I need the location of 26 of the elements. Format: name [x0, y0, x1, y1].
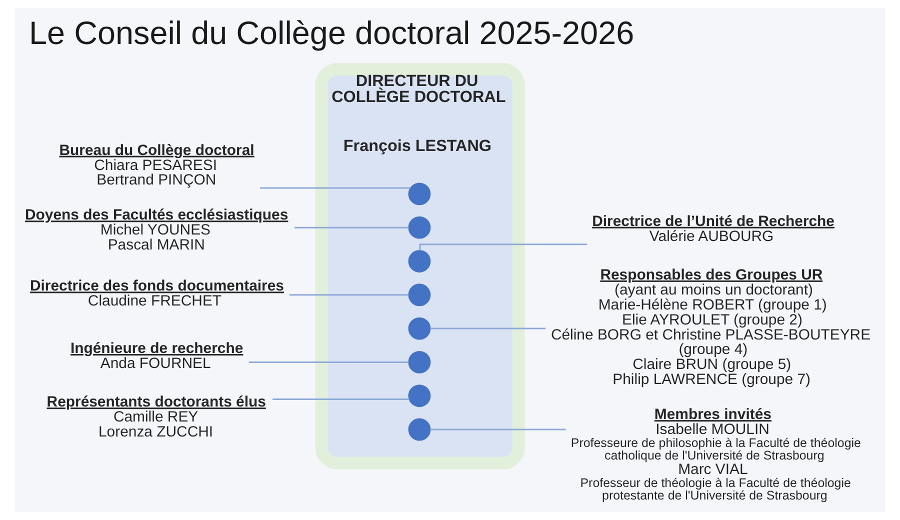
node-circle: [408, 317, 431, 340]
diagram-title: Le Conseil du Collège doctoral 2025-2026: [29, 15, 634, 52]
node-text: Représentants doctorants élus Camille REY Lorenza ZUCCHI: [46, 394, 266, 440]
node-circle: [408, 384, 431, 408]
node-circle: [408, 216, 431, 239]
connector: [419, 244, 588, 250]
connector: [289, 294, 409, 296]
cluster: DIRECTEUR DU COLLÈGE DOCTORAL François LESTANG: [315, 63, 525, 470]
node-circle: [408, 182, 431, 206]
node-text: Ingénieure de recherche Anda FOURNEL: [70, 340, 244, 372]
node-text: Membres invités Isabelle MOULIN Professeure de philosophie à la Faculté de théologie catholique de l'Université de Strasbourg Marc VIAL Professeur de théologie à la Faculté de théologie protestante de l'Université de Strasbourg: [570, 406, 861, 502]
node-text: Directrice des fonds documentaires Claudine FRECHET: [30, 278, 284, 310]
node-text: Responsables des Groupes UR (ayant au moins un doctorant) Marie-Hélène ROBERT (groupe 1) Elie AYROULET (groupe 2) Céline BORG et Christine PLASSE-BOUTEYRE (groupe 4) Claire BRUN (groupe 5) Philip LAWRENCE (groupe 7): [550, 266, 871, 388]
connector: [248, 361, 409, 363]
connector: [430, 328, 546, 330]
connector: [430, 428, 566, 430]
node-circle: [408, 250, 431, 272]
node-circle: [408, 350, 431, 374]
node-text: Directrice de l’Unité de Recherche Valérie AUBOURG: [592, 212, 835, 245]
node-text: Doyens des Facultés ecclésiastiques Michel YOUNES Pascal MARIN: [24, 206, 288, 254]
node-text: Bureau du Collège doctoral Chiara PESARESI Bertrand PINÇON: [59, 142, 254, 189]
connector: [260, 187, 410, 189]
connector: [272, 398, 410, 400]
node-circle: [408, 418, 431, 441]
connector: [294, 226, 409, 228]
node-circle: [408, 284, 431, 306]
